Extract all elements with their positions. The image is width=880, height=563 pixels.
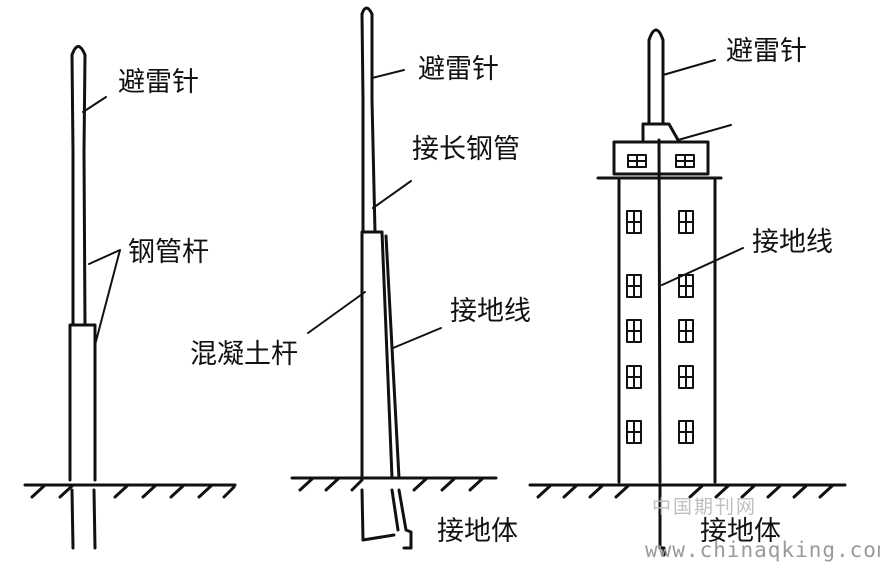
leader-steel-pipe-pole [88, 249, 121, 346]
steel-pipe-lower [68, 323, 97, 482]
leader-extension-pipe [372, 180, 412, 209]
leader-rod-base [677, 124, 732, 141]
window [678, 420, 694, 444]
building-walls [617, 178, 717, 484]
window [626, 420, 642, 444]
label-lightning-rod-1: 避雷针 [118, 67, 199, 98]
lightning-rod-3 [647, 28, 665, 126]
down-conductor [657, 138, 662, 484]
figure-building [528, 28, 847, 557]
label-lightning-rod-2: 避雷针 [418, 54, 499, 85]
leader-lightning-rod-3 [662, 59, 716, 76]
figure-steel-pipe-pole [23, 45, 237, 550]
leader-lightning-rod-2 [371, 69, 405, 79]
pole-below-ground-2 [360, 488, 413, 550]
rod-base [641, 122, 680, 142]
concrete-pole-body [360, 230, 401, 480]
window [626, 319, 642, 343]
leader-lightning-rod-1 [82, 96, 107, 113]
label-extension-steel-pipe: 接长钢管 [412, 134, 520, 165]
watermark-url: www.chinaqking.com [645, 538, 880, 562]
window [678, 210, 694, 234]
label-ground-wire-2: 接地线 [752, 227, 833, 258]
roof-parapet [612, 140, 710, 176]
steel-pipe-upper [71, 150, 87, 327]
building-windows [626, 154, 695, 444]
ground-hatch-2 [298, 477, 484, 492]
label-ground-wire-1: 接地线 [450, 296, 531, 327]
label-steel-pipe-pole: 钢管杆 [128, 237, 209, 268]
leader-concrete-pole [307, 291, 366, 334]
window [678, 365, 694, 389]
window [678, 319, 694, 343]
window [626, 210, 642, 234]
window [626, 274, 642, 298]
leader-ground-wire-2 [661, 247, 744, 286]
window [626, 365, 642, 389]
label-ground-body-1: 接地体 [437, 516, 518, 547]
window [678, 274, 694, 298]
ground-hatch-1 [30, 484, 236, 499]
leader-ground-wire-1 [392, 327, 442, 349]
lightning-rod-1 [70, 45, 87, 154]
watermark-source: 中国期刊网 [652, 496, 758, 518]
extension-steel-pipe [361, 98, 377, 234]
figure-concrete-pole [290, 6, 498, 550]
label-concrete-pole: 混凝土杆 [190, 339, 298, 370]
ground-hatch-3 [536, 484, 834, 499]
pole-below-ground-1 [70, 488, 97, 550]
lightning-rod-2 [360, 6, 374, 102]
label-lightning-rod-3: 避雷针 [726, 36, 807, 67]
window [675, 154, 695, 168]
window [627, 154, 647, 168]
label-ground-body-2: 接地体 [700, 516, 781, 547]
ground-electrode [658, 485, 666, 557]
